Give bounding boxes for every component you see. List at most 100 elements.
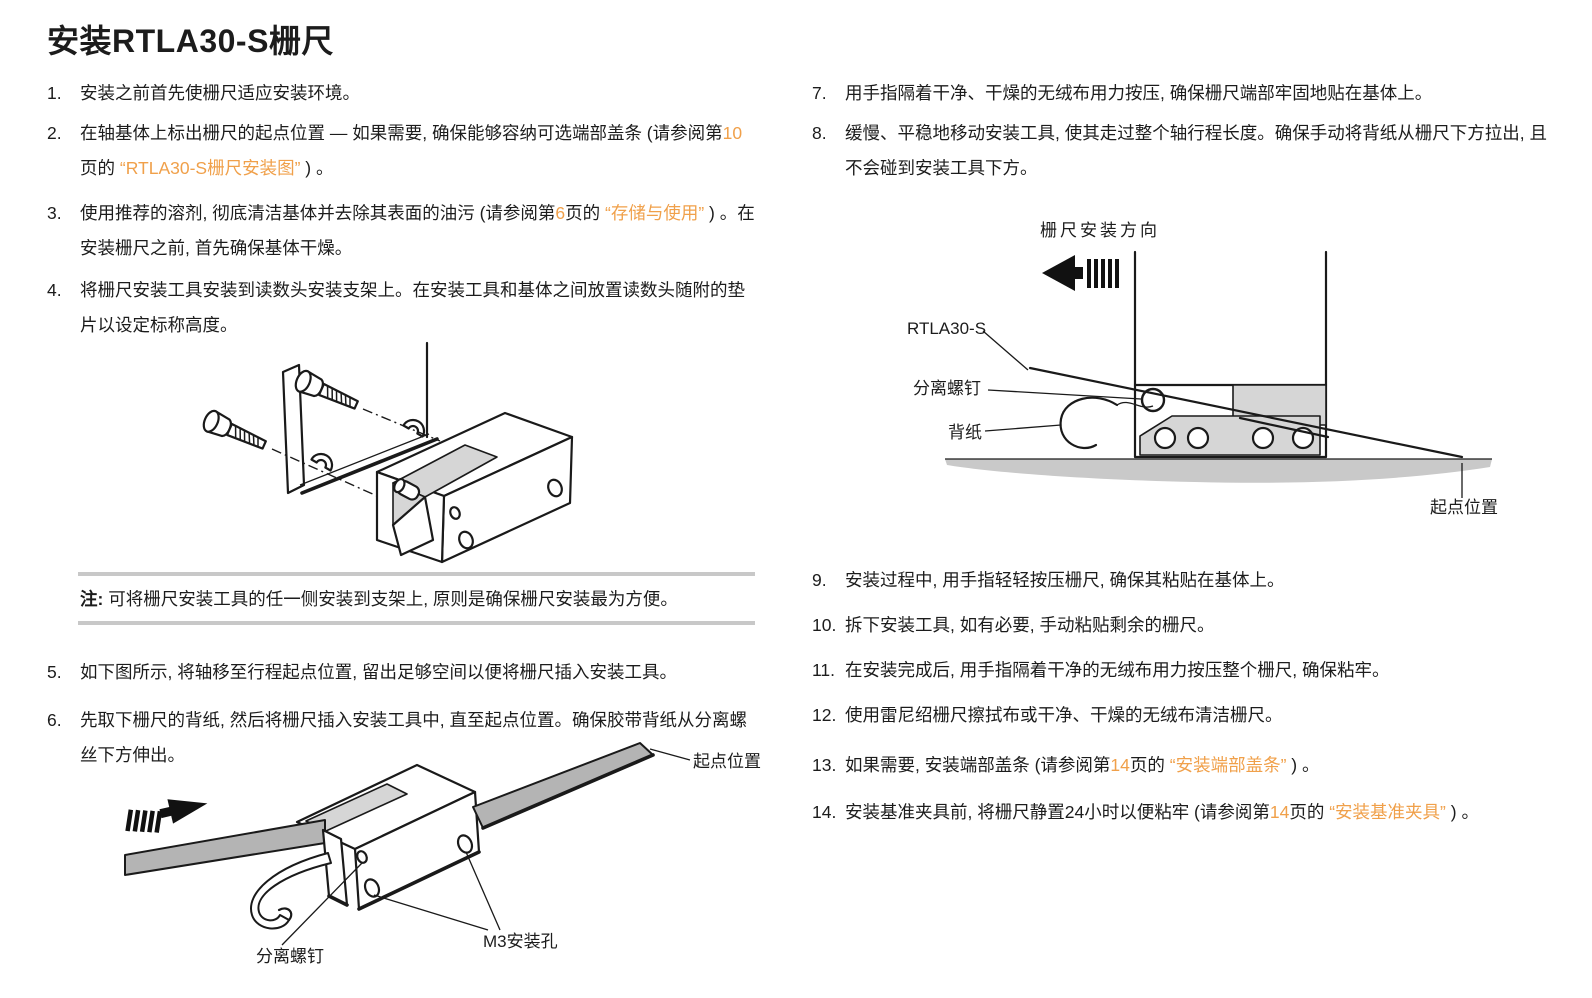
page-reference-link[interactable]: “安装基准夹具” <box>1329 802 1446 822</box>
leader-separation-screw <box>281 862 363 946</box>
scale-tape-exit-edge <box>481 753 655 830</box>
backing-paper-tip <box>277 907 293 922</box>
step-text-run: 如下图所示, 将轴移至行程起点位置, 留出足够空间以便将栅尺插入安装工具。 <box>80 662 677 682</box>
note-label: 注: <box>80 589 104 609</box>
step-item-1: 7. 用手指隔着干净、干燥的无绒布用力按压, 确保栅尺端部牢固地贴在基体上。 <box>812 76 1562 111</box>
step-text: 安装过程中, 用手指轻轻按压栅尺, 确保其粘贴在基体上。 <box>845 563 1562 598</box>
step-item-2: 2. 在轴基体上标出栅尺的起点位置 — 如果需要, 确保能够容纳可选端部盖条 (请… <box>47 116 759 186</box>
backing-paper-wave <box>1116 401 1154 408</box>
note-text: 可将栅尺安装工具的任一侧安装到支架上, 原则是确保栅尺安装最为方便。 <box>103 589 678 609</box>
step-text: 使用推荐的溶剂, 彻底清洁基体并去除其表面的油污 (请参阅第6页的 “存储与使用… <box>80 196 759 266</box>
centerline-upper <box>362 408 441 442</box>
base-surface <box>945 459 1492 483</box>
step-text-run: 页的 <box>1129 755 1170 775</box>
step-number: 12. <box>812 705 837 725</box>
backing-paper-curl <box>250 852 332 930</box>
step-number: 4. <box>47 280 62 300</box>
m3-hole-right <box>456 834 474 854</box>
cap-screw-upper <box>294 369 359 410</box>
step-item-7: 13.如果需要, 安装端部盖条 (请参阅第14页的 “安装端部盖条” ) 。 <box>812 748 1562 783</box>
tool-bottom-edge <box>357 850 481 911</box>
page-reference-link[interactable]: 6 <box>555 203 566 223</box>
motion-arrow-icon <box>125 799 208 833</box>
roller-hole-1 <box>1153 426 1177 450</box>
step-text: 在安装完成后, 用手指隔着干净的无绒布用力按压整个栅尺, 确保粘牢。 <box>845 653 1562 688</box>
step-number: 7. <box>812 83 827 103</box>
step-text-run: 用手指隔着干净、干燥的无绒布用力按压, 确保栅尺端部牢固地贴在基体上。 <box>845 83 1433 103</box>
step-text-run: 安装之前首先使栅尺适应安装环境。 <box>80 83 360 103</box>
diagram-side-view <box>895 215 1560 530</box>
label-start-position-side: 起点位置 <box>1430 498 1498 517</box>
separation-pin <box>393 477 421 501</box>
step-text: 安装基准夹具前, 将栅尺静置24小时以便粘牢 (请参阅第14页的 “安装基准夹具… <box>845 795 1562 830</box>
step-item-5: 11.在安装完成后, 用手指隔着干净的无绒布用力按压整个栅尺, 确保粘牢。 <box>812 653 1562 688</box>
step-number: 13. <box>812 755 837 775</box>
direction-arrow-icon <box>1042 255 1119 291</box>
tool-hole-right <box>547 478 563 498</box>
step-text-run: 页的 <box>1289 802 1330 822</box>
step-text: 用手指隔着干净、干燥的无绒布用力按压, 确保栅尺端部牢固地贴在基体上。 <box>845 76 1562 111</box>
step-text: 在轴基体上标出栅尺的起点位置 — 如果需要, 确保能够容纳可选端部盖条 (请参阅… <box>80 116 759 186</box>
centerline-lower <box>271 448 387 501</box>
step-text-run: 页的 <box>80 158 120 178</box>
step-number: 2. <box>47 123 62 143</box>
tool-channel-lower-arm <box>391 495 435 557</box>
diagram-exploded-mounting-tool <box>150 335 710 580</box>
step-number: 8. <box>812 123 827 143</box>
step-text-run: 拆下安装工具, 如有必要, 手动粘贴剩余的栅尺。 <box>845 615 1215 635</box>
leader-start-position <box>649 748 691 761</box>
step-item-3: 3. 使用推荐的溶剂, 彻底清洁基体并去除其表面的油污 (请参阅第6页的 “存储与… <box>47 196 759 266</box>
diagram-scale-insertion <box>110 735 800 990</box>
bracket-tab-lower <box>310 452 334 472</box>
note-block: 注: 可将栅尺安装工具的任一侧安装到支架上, 原则是确保栅尺安装最为方便。 <box>78 572 755 625</box>
step-text-run: 使用雷尼绍栅尺擦拭布或干净、干燥的无绒布清洁栅尺。 <box>845 705 1283 725</box>
leader-scale-name <box>982 330 1029 371</box>
step-text-run: ) 。在安装栅尺之前, 首先确保基体干燥。 <box>80 203 755 258</box>
leader-m3-right <box>465 851 501 931</box>
label-backing-paper: 背纸 <box>948 423 982 442</box>
step-text-run: 使用推荐的溶剂, 彻底清洁基体并去除其表面的油污 (请参阅第 <box>80 203 556 223</box>
page-reference-link[interactable]: 14 <box>1269 802 1290 822</box>
leader-m3-left <box>373 894 489 931</box>
scale-tape-exit <box>472 742 654 829</box>
bracket-panel-bottom-edge <box>300 437 439 495</box>
step-text: 缓慢、平稳地移动安装工具, 使其走过整个轴行程长度。确保手动将背纸从栅尺下方拉出… <box>845 116 1562 186</box>
step-text: 如下图所示, 将轴移至行程起点位置, 留出足够空间以便将栅尺插入安装工具。 <box>80 655 759 690</box>
roller-hole-2 <box>1186 426 1210 450</box>
step-item-4: 4. 将栅尺安装工具安装到读数头安装支架上。在安装工具和基体之间放置读数头随附的垫… <box>47 273 759 343</box>
tool-hole-small <box>449 506 461 520</box>
page-reference-link[interactable]: 10 <box>722 123 743 143</box>
step-item-3: 9.安装过程中, 用手指轻轻按压栅尺, 确保其粘贴在基体上。 <box>812 563 1562 598</box>
scale-insertion-drawing <box>124 742 691 946</box>
note-top-rule <box>78 572 755 576</box>
cap-screw-lower <box>202 409 267 450</box>
step-text-run: ) 。 <box>300 158 334 178</box>
m3-hole-left <box>363 878 381 898</box>
label-m3-holes: M3安装孔 <box>483 932 558 951</box>
step-number: 3. <box>47 203 62 223</box>
page-reference-link[interactable]: 14 <box>1110 755 1130 775</box>
scale-diagonal <box>1028 366 1464 459</box>
step-number: 6. <box>47 710 62 730</box>
step-item-5: 5.如下图所示, 将轴移至行程起点位置, 留出足够空间以便将栅尺插入安装工具。 <box>47 655 759 690</box>
page-reference-link[interactable]: “安装端部盖条” <box>1169 755 1287 775</box>
backing-paper-curl <box>1059 396 1119 450</box>
step-text-run: ) 。 <box>1286 755 1320 775</box>
step-text-run: 在安装完成后, 用手指隔着干净的无绒布用力按压整个栅尺, 确保粘牢。 <box>845 660 1390 680</box>
label-start-position: 起点位置 <box>693 752 761 771</box>
step-item-6: 12. 使用雷尼绍栅尺擦拭布或干净、干燥的无绒布清洁栅尺。 <box>812 698 1562 733</box>
page-reference-link[interactable]: “RTLA30-S栅尺安装图” <box>119 158 301 178</box>
bracket-tab-upper <box>402 418 426 438</box>
bracket-panel-top-edge <box>299 433 430 486</box>
step-item-1: 1.安装之前首先使栅尺适应安装环境。 <box>47 76 759 111</box>
step-text: 使用雷尼绍栅尺擦拭布或干净、干燥的无绒布清洁栅尺。 <box>845 698 1562 733</box>
page-reference-link[interactable]: “存储与使用” <box>605 203 705 223</box>
step-text: 先取下栅尺的背纸, 然后将栅尺插入安装工具中, 直至起点位置。确保胶带背纸从分离… <box>80 703 759 773</box>
leader-separation-screw <box>987 389 1142 400</box>
step-text-run: 在轴基体上标出栅尺的起点位置 — 如果需要, 确保能够容纳可选端部盖条 (请参阅… <box>80 123 723 143</box>
step-text-run: 将栅尺安装工具安装到读数头安装支架上。在安装工具和基体之间放置读数头随附的垫片以… <box>80 280 745 335</box>
step-number: 14. <box>812 802 837 822</box>
step-text-run: 安装基准夹具前, 将栅尺静置24小时以便粘牢 (请参阅第 <box>845 802 1270 822</box>
label-separation-screw: 分离螺钉 <box>256 947 324 966</box>
